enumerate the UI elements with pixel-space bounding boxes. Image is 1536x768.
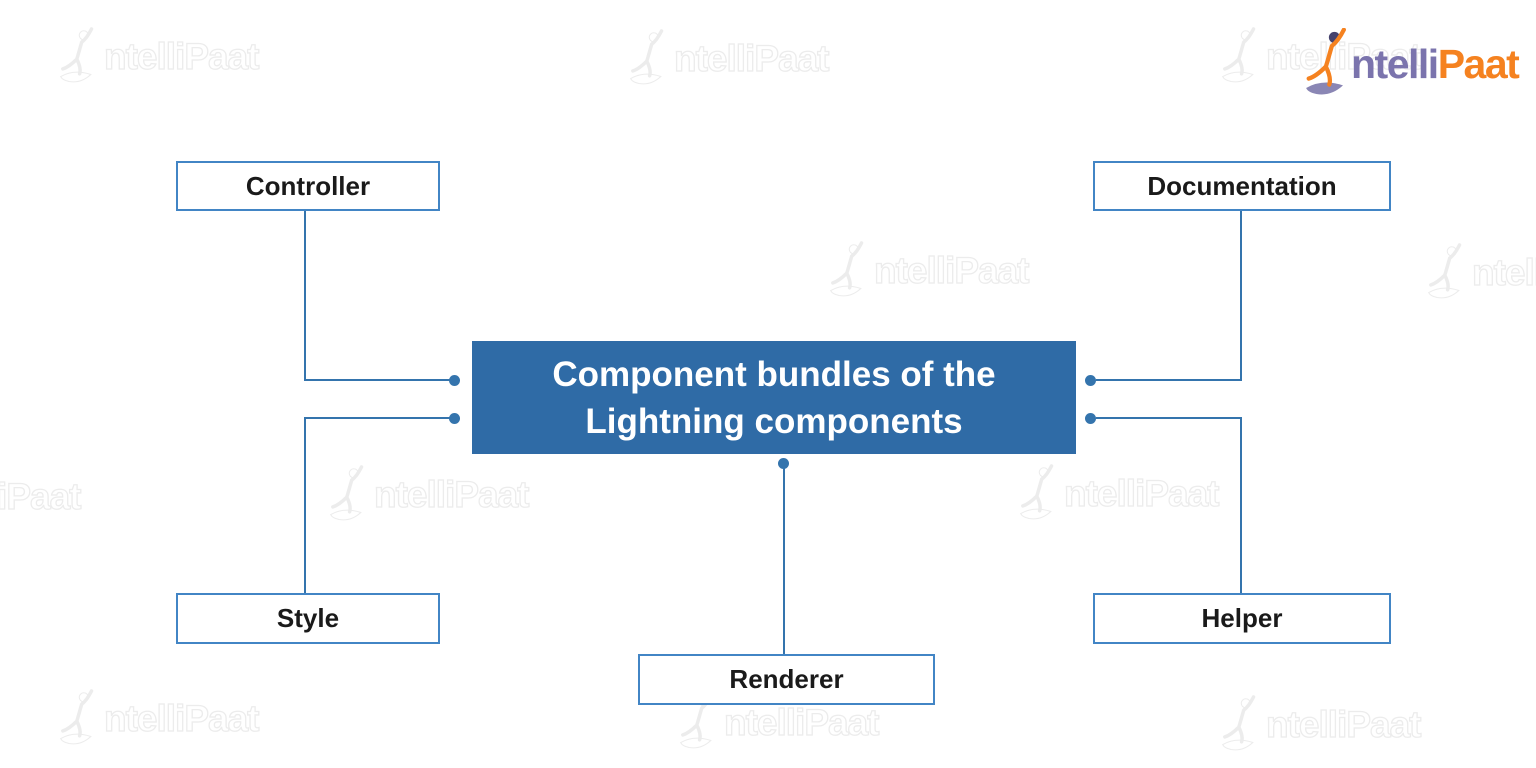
watermark: ntelliPaat [630, 28, 830, 90]
connector-helper-horizontal [1096, 417, 1242, 419]
connector-documentation-dot [1085, 375, 1096, 386]
watermark: ntelliPaat [330, 464, 530, 526]
node-renderer: Renderer [638, 654, 935, 705]
watermark: ntelliPaat [1222, 694, 1422, 756]
watermark-text: ntelliPaat [373, 473, 530, 515]
connector-style-dot [449, 413, 460, 424]
center-node-title-line1: Component bundles of the [552, 354, 996, 394]
intellipaat-figure-watermark-icon [330, 465, 364, 521]
connector-documentation-vertical [1240, 207, 1242, 381]
intellipaat-figure-watermark-icon [1222, 695, 1256, 751]
connector-controller-vertical [304, 207, 306, 381]
node-style-label: Style [276, 603, 340, 633]
node-style: Style [176, 593, 440, 644]
connector-documentation-horizontal [1096, 379, 1242, 381]
watermark-text: ntelliPaat [1265, 703, 1422, 745]
watermark-text: ntelliPaat [103, 697, 260, 739]
node-helper: Helper [1093, 593, 1391, 644]
watermark: ntelliPaat [0, 466, 82, 528]
watermark-text: ntelliPaat [873, 249, 1030, 291]
logo-text-primary: ntelli [1351, 40, 1439, 87]
intellipaat-figure-watermark-icon [830, 241, 864, 297]
watermark: ntelliPaat [1020, 463, 1220, 525]
watermark-text: ntelliPaat [103, 35, 260, 77]
center-node-component-bundles: Component bundles of the Lightning compo… [472, 341, 1076, 454]
intellipaat-figure-watermark-icon [60, 689, 94, 745]
logo-text-secondary: Paat [1437, 40, 1520, 87]
connector-style-vertical [304, 417, 306, 593]
watermark: ntelliPaat [60, 26, 260, 88]
intellipaat-logo: ntelliPaat [1305, 28, 1520, 100]
center-node-title-line2: Lightning components [585, 401, 963, 441]
node-renderer-label: Renderer [729, 664, 844, 694]
watermark-text: ntelliPaat [0, 475, 82, 517]
watermark-text: ntelliPaat [673, 37, 830, 79]
intellipaat-figure-watermark-icon [1020, 464, 1054, 520]
connector-controller-dot [449, 375, 460, 386]
connector-helper-vertical [1240, 417, 1242, 593]
connector-helper-dot [1085, 413, 1096, 424]
node-controller: Controller [176, 161, 440, 211]
connector-style-horizontal [304, 417, 452, 419]
intellipaat-figure-icon [1306, 28, 1346, 95]
intellipaat-logo-text: ntelliPaat [1351, 40, 1520, 88]
watermark-text: ntelliPaat [1471, 251, 1536, 293]
intellipaat-figure-watermark-icon [1222, 27, 1256, 83]
intellipaat-figure-watermark-icon [60, 27, 94, 83]
intellipaat-figure-watermark-icon [630, 29, 664, 85]
watermark-text: ntelliPaat [1063, 472, 1220, 514]
node-documentation: Documentation [1093, 161, 1391, 211]
watermark: ntelliPaat [60, 688, 260, 750]
connector-controller-horizontal [304, 379, 452, 381]
node-documentation-label: Documentation [1147, 170, 1337, 201]
watermark: ntelliPaat [1428, 242, 1536, 304]
node-controller-label: Controller [245, 170, 371, 201]
node-helper-label: Helper [1201, 603, 1283, 633]
intellipaat-figure-watermark-icon [1428, 243, 1462, 299]
watermark: ntelliPaat [830, 240, 1030, 302]
watermark-text: ntelliPaat [723, 701, 880, 743]
connector-renderer-vertical [783, 463, 785, 654]
